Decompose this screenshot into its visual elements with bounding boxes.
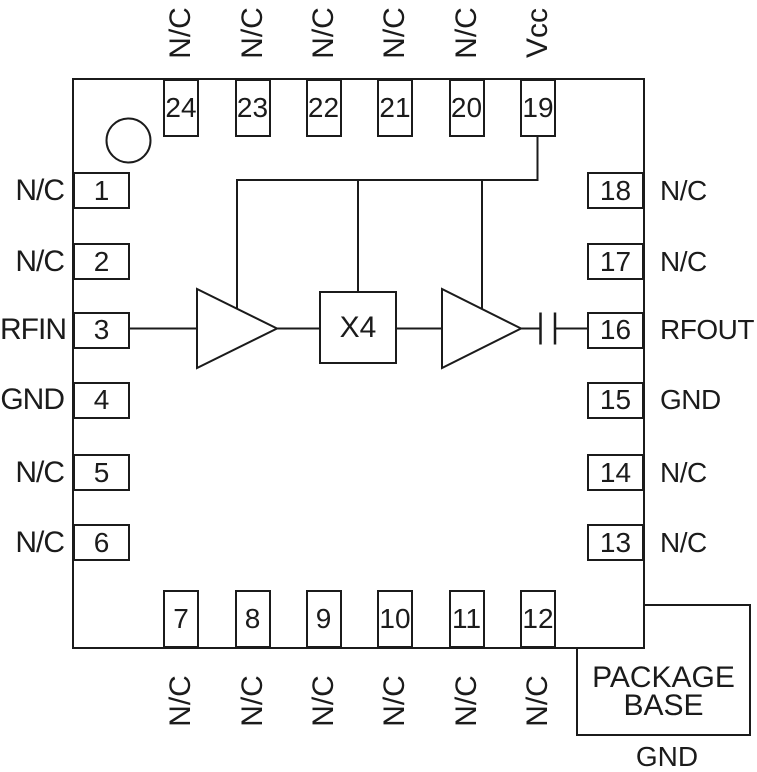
- capacitor-symbol: [539, 312, 557, 345]
- pin-21-box: 21: [377, 79, 413, 137]
- pin-15-box: 15: [587, 381, 644, 419]
- pin-9-box: 9: [305, 590, 342, 648]
- pin-22-box: 22: [305, 79, 342, 137]
- pin-17-label: N/C: [660, 245, 707, 277]
- vcc-rail: [236, 136, 539, 311]
- pin-24-label: N/C: [164, 7, 197, 59]
- pin-7-box: 7: [163, 590, 199, 648]
- pin-8-box: 8: [234, 590, 271, 648]
- pin-20-label: N/C: [449, 7, 483, 59]
- pin-19-label: Vcc: [521, 8, 554, 59]
- pin-6-box: 6: [73, 524, 130, 561]
- pin1-indicator-circle: [105, 117, 152, 164]
- pin-23-label: N/C: [235, 7, 269, 59]
- multiplier-label: X4: [339, 311, 377, 344]
- pin-8-label: N/C: [235, 675, 269, 727]
- pin-13-label: N/C: [660, 526, 707, 558]
- pin-1-box: 1: [73, 172, 130, 209]
- pin-6-label: N/C: [15, 525, 65, 559]
- pin-22-label: N/C: [306, 7, 340, 59]
- pin-24-box: 24: [163, 79, 199, 137]
- amplifier-2-symbol: [441, 287, 524, 370]
- pin-4-box: 4: [73, 381, 130, 419]
- pin-10-box: 10: [377, 590, 413, 648]
- pin-10-label: N/C: [378, 675, 411, 727]
- pin-13-box: 13: [587, 524, 644, 561]
- pin-15-label: GND: [660, 384, 721, 415]
- pin-21-label: N/C: [378, 7, 411, 59]
- pin-3-box: 3: [73, 311, 130, 349]
- package-base-ground-label: GND: [635, 741, 699, 772]
- package-base-label-line1: PACKAGE: [592, 661, 735, 694]
- pin-11-box: 11: [448, 590, 485, 648]
- package-base-label-line2: BASE: [623, 689, 704, 722]
- amplifier-1-symbol: [196, 287, 280, 370]
- pin-19-box: 19: [520, 79, 556, 137]
- multiplier-box: [319, 291, 397, 364]
- pin-4-label: GND: [0, 383, 65, 416]
- pin-5-box: 5: [73, 454, 130, 491]
- pin-23-box: 23: [234, 79, 271, 137]
- pin-12-label: N/C: [521, 675, 554, 727]
- pin-5-label: N/C: [15, 455, 65, 489]
- pin-9-label: N/C: [306, 675, 340, 727]
- pin-17-box: 17: [587, 243, 644, 280]
- pin-18-box: 18: [587, 172, 644, 209]
- pin-14-label: N/C: [660, 456, 707, 488]
- pin-12-box: 12: [520, 590, 556, 648]
- pin-1-label: N/C: [15, 173, 65, 207]
- pin-11-label: N/C: [449, 675, 483, 727]
- pin-2-label: N/C: [15, 244, 65, 278]
- pin-3-label: RFIN: [0, 313, 67, 346]
- pin-2-box: 2: [73, 243, 130, 280]
- pin-7-label: N/C: [164, 675, 197, 727]
- pin-16-label: RFOUT: [660, 314, 754, 345]
- package-base-outline: [576, 604, 751, 736]
- pin-18-label: N/C: [660, 174, 707, 206]
- pin-16-box: 16: [587, 311, 644, 349]
- pin-14-box: 14: [587, 454, 644, 491]
- pin-20-box: 20: [448, 79, 485, 137]
